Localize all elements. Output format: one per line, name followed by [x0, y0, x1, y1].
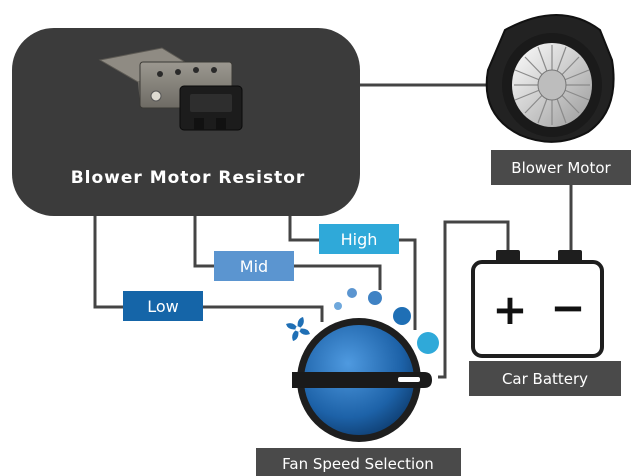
- blower-motor: Blower Motor: [485, 14, 631, 185]
- speed-dot-2: [347, 288, 357, 298]
- battery-label-box: [469, 361, 621, 396]
- speed-tag-high: High: [319, 224, 399, 254]
- speed-dot-3: [368, 291, 382, 305]
- speed-dot-1: [334, 302, 342, 310]
- speed-dot-4: [393, 307, 411, 325]
- blower-motor-label-box: [491, 150, 631, 185]
- fan-icon: [286, 317, 310, 341]
- fan-speed-label-box: [256, 448, 461, 476]
- wire-switch-to-battery: [438, 220, 510, 379]
- resistor-part-image: [98, 47, 243, 131]
- battery-body: [471, 260, 604, 358]
- speed-tag-high-label: High: [341, 230, 378, 249]
- blower-motor-label: Blower Motor: [511, 159, 611, 177]
- fan-speed-label: Fan Speed Selection: [282, 455, 434, 473]
- fan-speed-selector: Fan Speed Selection: [256, 288, 461, 476]
- speed-dot-5: [417, 332, 439, 354]
- speed-tag-low: Low: [123, 291, 203, 321]
- battery-positive-symbol: +: [492, 285, 527, 334]
- car-battery: + − Car Battery: [469, 250, 621, 396]
- speed-tag-mid: Mid: [214, 251, 294, 281]
- blower-motor-image: [485, 14, 615, 143]
- resistor-panel: Blower Motor Resistor: [12, 28, 360, 216]
- fan-speed-knob-pointer: [292, 372, 432, 388]
- speed-tag-low-label: Low: [147, 297, 179, 316]
- battery-label: Car Battery: [502, 370, 588, 388]
- wire-low: [93, 215, 324, 322]
- battery-negative-symbol: −: [550, 283, 585, 332]
- speed-tag-mid-label: Mid: [240, 257, 268, 276]
- resistor-label: Blower Motor Resistor: [71, 168, 306, 188]
